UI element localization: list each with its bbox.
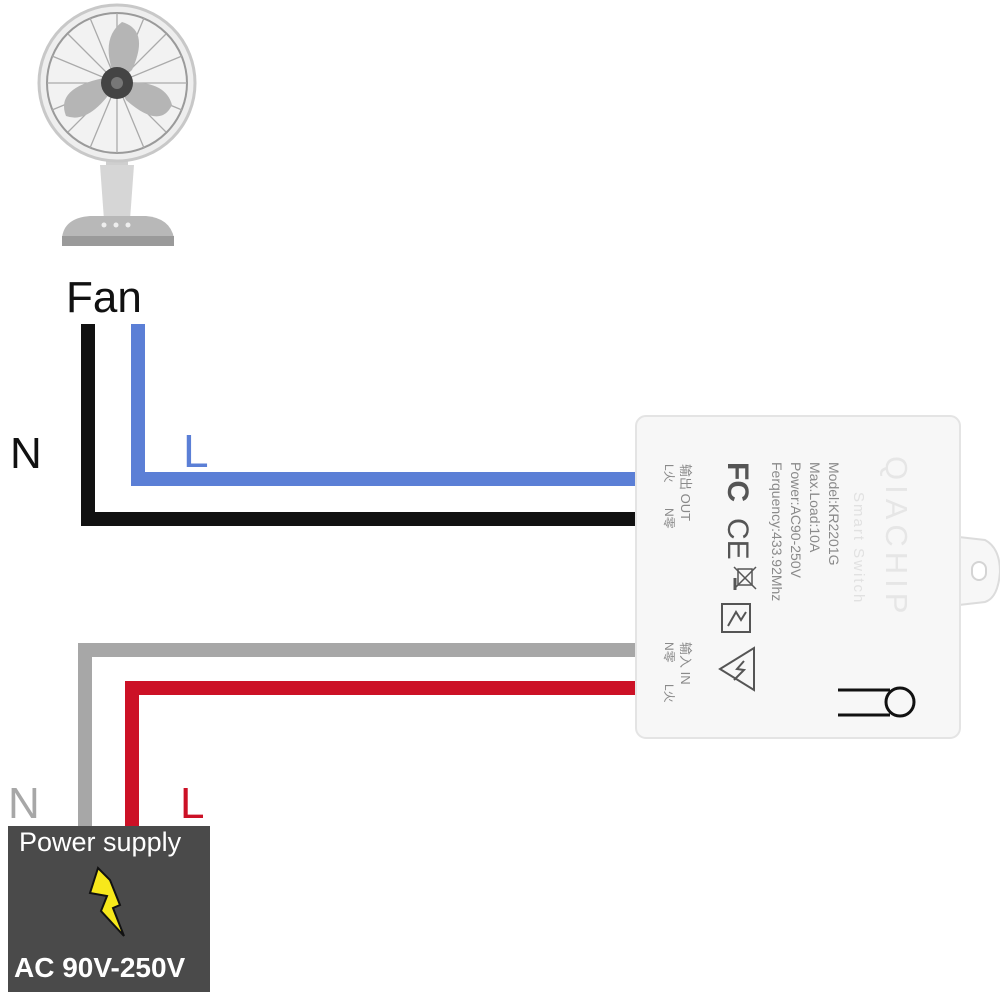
load-live-label: L: [183, 425, 209, 477]
load-neutral-label: N: [10, 429, 42, 478]
button-symbol: [838, 688, 890, 717]
input-live-terminal: L火: [662, 684, 676, 703]
fc-mark-icon: FC: [721, 462, 754, 502]
device-frequency: Ferquency:433.92Mhz: [769, 462, 785, 602]
ce-mark-icon: CE: [721, 518, 754, 560]
input-terminal-heading: 输入 IN: [678, 642, 693, 685]
device-brand: QIACHIP: [879, 456, 914, 619]
device-max-load: Max.Load:10A: [807, 462, 823, 553]
device-power-rating: Power:AC90-250V: [788, 462, 804, 578]
high-voltage-warning-icon: [718, 646, 755, 692]
fan-icon: [37, 3, 197, 246]
load-live-wire: [131, 324, 636, 486]
output-neutral-terminal: N零: [662, 508, 676, 529]
output-live-terminal: L火: [662, 464, 676, 483]
supply-live-wire: [125, 681, 636, 826]
supply-neutral-wire: [78, 643, 636, 826]
output-terminal-heading: 输出 OUT: [678, 464, 693, 522]
lightning-bolt-icon: [88, 866, 125, 937]
supply-live-label: L: [180, 779, 205, 828]
input-neutral-terminal: N零: [662, 642, 676, 663]
power-supply-voltage: AC 90V-250V: [14, 952, 186, 983]
approval-mark-icon: [721, 603, 751, 633]
device-model: Model:KR2201G: [826, 462, 842, 566]
weee-icon: [737, 568, 753, 586]
fan-label: Fan: [66, 273, 142, 322]
supply-neutral-label: N: [8, 779, 40, 828]
power-supply-title: Power supply: [19, 827, 182, 857]
load-neutral-wire: [81, 324, 636, 526]
smart-switch-module: [635, 415, 1000, 739]
device-product-name: Smart Switch: [850, 492, 867, 605]
